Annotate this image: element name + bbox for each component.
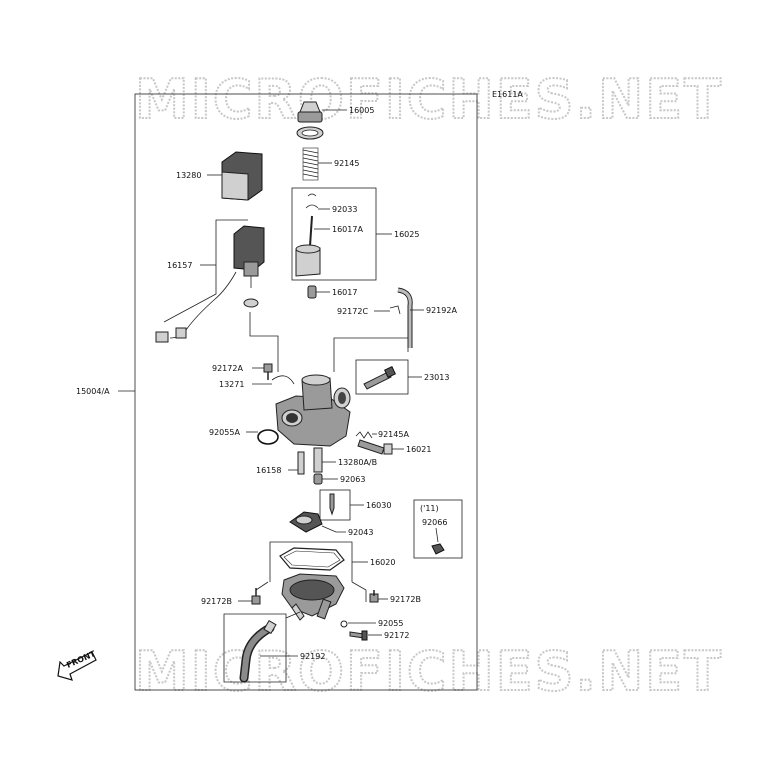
- part-13280AB-tube: [313, 447, 323, 473]
- label-16025[interactable]: 16025: [394, 230, 419, 239]
- label-92055A[interactable]: 92055A: [209, 428, 240, 437]
- part-16025-piston: [295, 244, 321, 277]
- label-92043[interactable]: 92043: [348, 528, 373, 537]
- front-arrow-icon: FRONT: [57, 649, 97, 681]
- part-16020-gasket: [279, 547, 345, 571]
- part-92192-tube: [239, 619, 277, 683]
- label-92066[interactable]: 92066: [422, 518, 447, 527]
- part-92192A-tube: [397, 287, 413, 348]
- part-16017-jet: [307, 285, 317, 299]
- part-92172-screw: [349, 630, 368, 641]
- label-16158[interactable]: 16158: [256, 466, 281, 475]
- part-16020-float-chamber: [281, 573, 345, 621]
- part-92033-clip: [305, 193, 319, 209]
- label-16021[interactable]: 16021: [406, 445, 431, 454]
- label-13271[interactable]: 13271: [219, 380, 244, 389]
- label-15004A[interactable]: 15004/A: [76, 387, 110, 396]
- label-92033[interactable]: 92033: [332, 205, 357, 214]
- part-16017A-needle: [309, 215, 313, 247]
- part-16157-auto-choke: [155, 225, 265, 343]
- group-year-11: [413, 499, 463, 559]
- part-92172B-right-screw: [369, 590, 379, 603]
- label-92172C[interactable]: 92172C: [337, 307, 368, 316]
- label-92055[interactable]: 92055: [378, 619, 403, 628]
- year-note: ('11): [420, 504, 439, 513]
- watermark-top: MICROFICHES.NET: [135, 68, 723, 131]
- part-92055A-oring: [257, 429, 279, 445]
- group-16157-bracket: [163, 219, 248, 323]
- label-92172B-left[interactable]: 92172B: [201, 597, 232, 606]
- part-92066-cap: [431, 543, 445, 555]
- label-92192A[interactable]: 92192A: [426, 306, 457, 315]
- part-13271-plate: [271, 375, 295, 385]
- part-92172B-left-screw: [251, 588, 261, 605]
- part-16005-cap: [296, 101, 324, 140]
- group-92192: [223, 613, 287, 683]
- part-92055-oring: [340, 620, 348, 628]
- group-16030: [319, 489, 351, 521]
- label-13280AB[interactable]: 13280A/B: [338, 458, 377, 467]
- part-16021-screw: [357, 439, 393, 455]
- label-92192[interactable]: 92192: [300, 652, 325, 661]
- label-92172B-right[interactable]: 92172B: [390, 595, 421, 604]
- label-16005[interactable]: 16005: [349, 106, 374, 115]
- assembly-frame: [134, 93, 478, 691]
- label-16017A[interactable]: 16017A: [332, 225, 363, 234]
- label-13280[interactable]: 13280: [176, 171, 201, 180]
- part-16030-needle: [329, 493, 335, 516]
- part-16158-jet: [297, 451, 305, 475]
- label-16017[interactable]: 16017: [332, 288, 357, 297]
- part-92172A-screw: [263, 363, 273, 380]
- leader-frame-body: [333, 337, 409, 372]
- label-23013[interactable]: 23013: [424, 373, 449, 382]
- label-16020[interactable]: 16020: [370, 558, 395, 567]
- label-92063[interactable]: 92063: [340, 475, 365, 484]
- label-16157[interactable]: 16157: [167, 261, 192, 270]
- leader-16157: [249, 312, 279, 372]
- label-92145[interactable]: 92145: [334, 159, 359, 168]
- part-92043-float: [289, 511, 323, 533]
- part-92145A-spring: [355, 431, 373, 439]
- part-92172C-clip: [389, 305, 401, 315]
- part-carburetor-body: [275, 374, 351, 447]
- part-92145-spring: [302, 147, 319, 181]
- label-92172[interactable]: 92172: [384, 631, 409, 640]
- part-13280-cover: [221, 151, 263, 201]
- label-92172A[interactable]: 92172A: [212, 364, 243, 373]
- part-23013-screw: [363, 366, 396, 390]
- label-92145A[interactable]: 92145A: [378, 430, 409, 439]
- part-92063-jet: [313, 473, 323, 485]
- watermark-bottom: MICROFICHES.NET: [135, 640, 723, 703]
- diagram-code: E1611A: [492, 90, 523, 99]
- label-16030[interactable]: 16030: [366, 501, 391, 510]
